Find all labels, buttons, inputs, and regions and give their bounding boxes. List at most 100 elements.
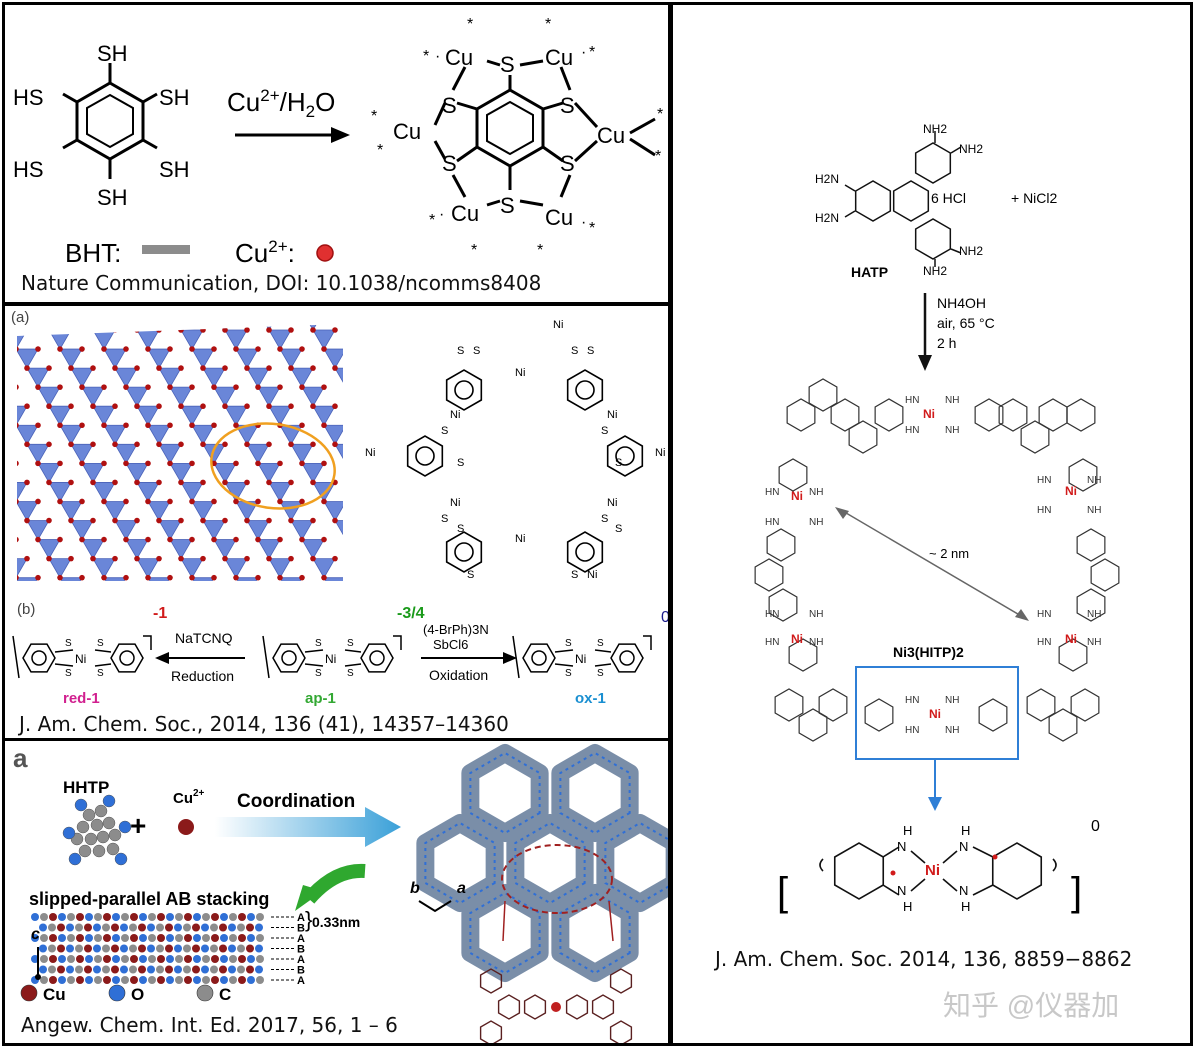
lattice-triangle bbox=[82, 616, 104, 635]
svg-text:*: * bbox=[471, 242, 477, 259]
bht-legend-swatch bbox=[142, 245, 190, 254]
ni-atom: Ni bbox=[1065, 632, 1077, 646]
lattice-triangle bbox=[323, 348, 343, 369]
lattice-node bbox=[343, 499, 349, 505]
layer-atom bbox=[193, 934, 201, 942]
lattice-node bbox=[255, 346, 261, 352]
lattice-node bbox=[310, 594, 316, 600]
lattice-node bbox=[200, 517, 206, 524]
aromatic-ring bbox=[754, 558, 784, 592]
legend-cu-label: Cu2+: bbox=[235, 237, 295, 268]
lattice-node bbox=[211, 498, 217, 505]
cu-hhtp-scheme: a HHTP + Cu2+ Coordination slippe bbox=[13, 743, 668, 1043]
layer-atom bbox=[102, 923, 110, 932]
state-red: red-1 bbox=[63, 690, 100, 707]
nh-group: HN bbox=[1037, 505, 1051, 516]
lattice-node bbox=[46, 327, 52, 333]
lattice-triangle bbox=[103, 501, 127, 522]
lattice-node bbox=[343, 308, 349, 314]
layer-atom bbox=[49, 913, 57, 921]
lattice-node bbox=[255, 498, 261, 505]
lattice-node bbox=[277, 346, 283, 352]
layer-atom bbox=[57, 923, 65, 932]
lattice-node bbox=[90, 517, 96, 524]
lattice-triangle bbox=[26, 367, 50, 388]
benzene-ring bbox=[833, 842, 885, 900]
lattice-triangle bbox=[5, 463, 16, 482]
lattice-triangle bbox=[48, 558, 72, 579]
lattice-triangle bbox=[290, 443, 314, 465]
benzene-ring bbox=[445, 369, 483, 411]
lattice-node bbox=[123, 536, 129, 543]
lattice-triangle bbox=[301, 462, 325, 484]
lattice-node bbox=[343, 422, 349, 428]
lattice-node bbox=[5, 442, 8, 448]
layer-atom bbox=[111, 965, 119, 974]
layer-atom bbox=[228, 965, 236, 974]
lattice-node bbox=[431, 537, 437, 543]
lattice-triangle bbox=[213, 386, 237, 408]
lattice-node bbox=[431, 346, 437, 352]
lattice-node bbox=[46, 403, 52, 410]
s-atom: S bbox=[65, 638, 72, 649]
charge-ox: 0 bbox=[661, 609, 668, 626]
aromatic-circle bbox=[281, 650, 297, 666]
lattice-node bbox=[24, 632, 30, 638]
legend-dot bbox=[196, 984, 214, 1002]
reagent-label: Cu2+/H2O bbox=[227, 86, 335, 121]
lattice-node bbox=[156, 517, 162, 524]
lattice-node bbox=[79, 536, 85, 543]
layer-atom bbox=[57, 944, 65, 953]
layer-atom bbox=[103, 934, 111, 942]
layer-label: B bbox=[297, 944, 305, 956]
layer-atom bbox=[138, 944, 146, 953]
lattice-node bbox=[90, 327, 96, 333]
lattice-triangle bbox=[334, 520, 343, 541]
lattice-node bbox=[57, 346, 63, 352]
benzene-ring bbox=[522, 643, 556, 673]
lattice-node bbox=[475, 575, 481, 581]
layer-atom bbox=[166, 955, 174, 963]
cu2-label: Cu2+ bbox=[173, 788, 205, 807]
lattice-node bbox=[277, 574, 283, 581]
lattice-node bbox=[17, 574, 19, 581]
layer-atom bbox=[238, 955, 246, 963]
hatp-label: HATP bbox=[851, 264, 888, 280]
lattice-node bbox=[321, 460, 327, 467]
lattice-node bbox=[475, 308, 481, 314]
lattice-node bbox=[101, 346, 107, 352]
aromatic-ring bbox=[874, 398, 904, 432]
layer-atom bbox=[102, 965, 110, 974]
lattice-node bbox=[497, 613, 503, 619]
layer-atom bbox=[192, 923, 200, 932]
layer-atom bbox=[165, 965, 173, 974]
lattice-triangle bbox=[335, 306, 357, 311]
state-ox: ox-1 bbox=[575, 690, 606, 707]
lattice-triangle bbox=[257, 462, 281, 484]
lattice-node bbox=[376, 327, 382, 333]
lattice-node bbox=[376, 518, 382, 524]
layer-atom bbox=[165, 923, 173, 932]
legend-dot bbox=[108, 984, 126, 1002]
lattice-node bbox=[288, 365, 294, 371]
layer-atom bbox=[193, 976, 201, 984]
lattice-node bbox=[442, 594, 448, 600]
lattice-node bbox=[420, 327, 426, 333]
lattice-node bbox=[288, 327, 294, 333]
label-a: a bbox=[13, 743, 28, 773]
lattice-node bbox=[211, 422, 217, 429]
layer-atom bbox=[246, 965, 254, 974]
lattice-triangle bbox=[246, 520, 270, 541]
layer-atom bbox=[93, 944, 101, 953]
condition-air: air, 65 °C bbox=[937, 315, 995, 331]
lattice-node bbox=[57, 536, 63, 543]
lattice-node bbox=[79, 460, 85, 467]
layer-label: A bbox=[297, 912, 305, 924]
s-atom: S bbox=[560, 93, 575, 118]
lattice-node bbox=[475, 613, 481, 619]
layer-atom bbox=[67, 976, 75, 984]
lattice-node bbox=[266, 594, 272, 600]
lattice-triangle bbox=[346, 311, 368, 330]
aromatic-circle bbox=[369, 650, 385, 666]
cu-atom: Cu bbox=[393, 119, 421, 144]
